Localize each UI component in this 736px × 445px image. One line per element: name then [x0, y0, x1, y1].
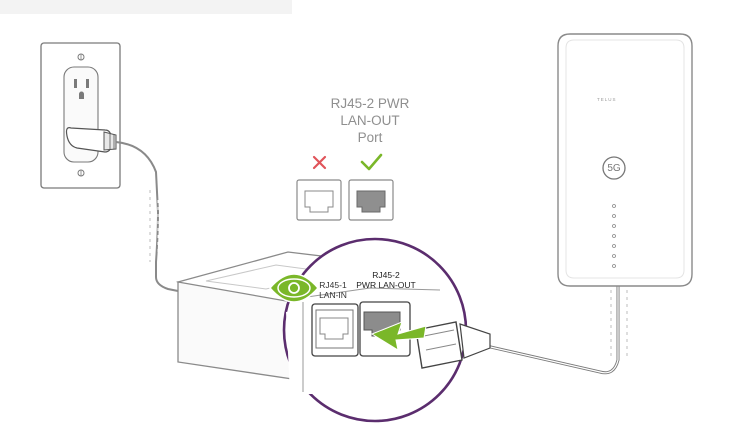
port-caption-line2: LAN-OUT — [340, 113, 400, 128]
pwr-out-label: RJ45-2 PWR LAN-OUT — [348, 270, 424, 290]
port-caption-line1: RJ45-2 PWR — [330, 96, 410, 111]
lan-in-label-line1: RJ45-1 — [319, 280, 347, 290]
device-5g-badge: 5G — [607, 163, 621, 174]
top-banner — [0, 0, 292, 14]
ethernet-cable — [459, 280, 620, 375]
pwr-out-label-line1: RJ45-2 — [372, 270, 400, 280]
arrow-icon — [370, 321, 427, 352]
wall-outlet — [40, 42, 121, 189]
port-caption: RJ45-2 PWR LAN-OUT Port — [300, 95, 440, 146]
power-plug — [65, 127, 117, 153]
port-option-wrong — [296, 179, 342, 221]
port-option-correct — [348, 179, 394, 221]
port-caption-line3: Port — [357, 130, 383, 145]
check-icon — [360, 153, 383, 171]
5g-device — [557, 33, 693, 287]
eye-icon — [269, 273, 319, 303]
pwr-out-label-line2: PWR LAN-OUT — [356, 280, 416, 290]
cross-icon — [312, 155, 327, 170]
zoom-detail — [282, 237, 491, 423]
lan-in-label: RJ45-1 LAN-IN — [313, 280, 353, 300]
device-brand: TELUS — [597, 97, 617, 102]
lan-in-label-line2: LAN-IN — [319, 290, 347, 300]
power-cord — [115, 141, 184, 293]
